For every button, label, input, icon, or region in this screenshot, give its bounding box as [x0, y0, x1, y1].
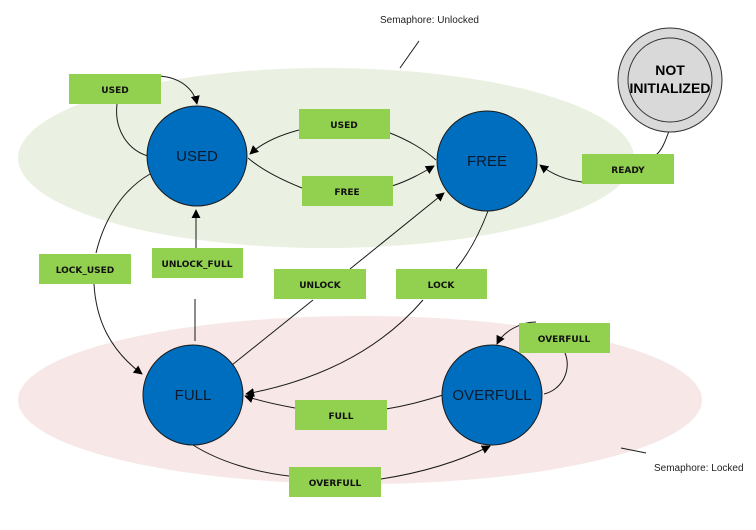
- edge-overfull-self-a: [496, 321, 537, 345]
- edge-lock-b: [245, 299, 424, 397]
- state-full-label: FULL: [175, 387, 212, 404]
- edge-lock-used-a: [95, 173, 151, 254]
- transition-unlock[interactable]: UNLOCK: [274, 269, 366, 299]
- edge-used-to-free-a: [247, 157, 303, 189]
- state-overfull-label: OVERFULL: [452, 387, 531, 404]
- transition-unlock-full[interactable]: UNLOCK_FULL: [152, 248, 243, 278]
- transition-full-to-overfull[interactable]: OVERFULL: [289, 467, 381, 497]
- transition-overfull-to-full[interactable]: FULL: [295, 400, 387, 430]
- state-free[interactable]: FREE: [436, 110, 538, 212]
- transition-label: FULL: [329, 412, 354, 422]
- edge-full-to-overfull-a: [192, 444, 290, 477]
- edge-used-to-free-b: [391, 165, 435, 187]
- edge-ready-b: [539, 164, 583, 183]
- unlocked-callout-line: [399, 40, 420, 69]
- edge-overfull-self-b: [543, 352, 568, 395]
- state-full[interactable]: FULL: [142, 344, 244, 446]
- not-initialized-line1: NOT: [655, 62, 685, 78]
- state-free-label: FREE: [467, 153, 507, 170]
- edge-overfull-to-full-b: [244, 394, 296, 409]
- locked-callout-line: [620, 447, 647, 454]
- edge-unlock-b: [349, 192, 445, 270]
- transition-label: READY: [611, 166, 645, 176]
- transition-lock-used[interactable]: LOCK_USED: [39, 254, 131, 284]
- transition-label: USED: [101, 86, 128, 96]
- transition-label: LOCK_USED: [56, 266, 115, 276]
- transition-label: OVERFULL: [309, 479, 362, 489]
- transition-label: OVERFULL: [538, 335, 591, 345]
- transition-overfull-self[interactable]: OVERFULL: [519, 323, 610, 353]
- transition-label: UNLOCK: [299, 281, 342, 291]
- transition-label: LOCK: [428, 281, 456, 291]
- transition-label: FREE: [334, 188, 359, 198]
- edge-used-self-tail: [116, 103, 149, 157]
- unlocked-region-label: Semaphore: Unlocked: [380, 15, 479, 26]
- state-not-initialized[interactable]: NOT INITIALIZED: [617, 27, 723, 133]
- state-used[interactable]: USED: [146, 105, 248, 207]
- edge-ready-a: [655, 130, 670, 156]
- edge-used-self: [159, 75, 200, 105]
- edge-free-to-used-a: [249, 129, 300, 155]
- transition-free-to-used[interactable]: USED: [299, 109, 390, 139]
- state-used-label: USED: [176, 148, 218, 165]
- edge-free-to-used-b: [389, 132, 437, 161]
- not-initialized-line2: INITIALIZED: [630, 80, 711, 96]
- transition-lock[interactable]: LOCK: [396, 269, 487, 299]
- transition-used-to-free[interactable]: FREE: [302, 176, 393, 206]
- transition-ready[interactable]: READY: [582, 154, 674, 184]
- edge-overfull-to-full-a: [385, 394, 444, 410]
- edge-full-to-overfull-b: [380, 445, 491, 480]
- transition-label: UNLOCK_FULL: [162, 260, 233, 270]
- locked-region-label: Semaphore: Locked: [654, 463, 744, 474]
- edge-lock-used-b: [93, 283, 143, 375]
- edge-lock-a: [455, 210, 489, 270]
- transition-used-self[interactable]: USED: [69, 74, 161, 104]
- transition-label: USED: [330, 121, 357, 131]
- state-overfull[interactable]: OVERFULL: [441, 344, 543, 446]
- edge-unlock-a: [226, 299, 314, 370]
